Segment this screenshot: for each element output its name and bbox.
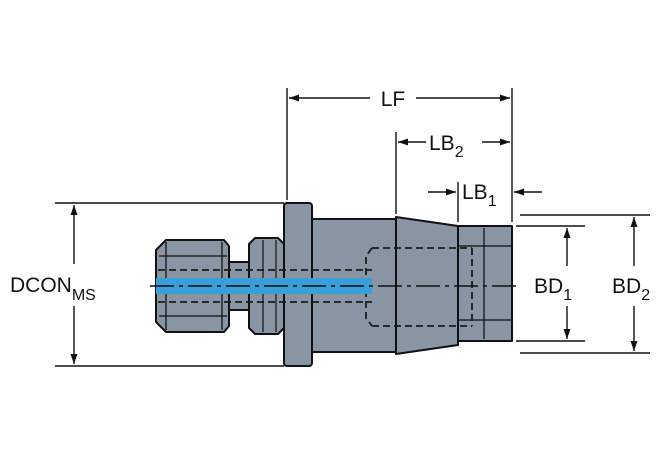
label-lf: LF	[381, 88, 406, 111]
label-dcon: DCONMS	[10, 274, 96, 304]
label-lb1: LB1	[462, 181, 497, 210]
front-end	[457, 225, 513, 342]
label-bd1: BD1	[534, 275, 572, 304]
label-bd2: BD2	[612, 275, 650, 304]
dimension-lines	[70, 94, 638, 364]
label-lb2: LB2	[429, 132, 464, 161]
extension-lines	[55, 88, 650, 367]
hidden-bore	[158, 247, 473, 327]
front-end-details	[457, 228, 513, 339]
coolant-channel	[150, 278, 520, 294]
